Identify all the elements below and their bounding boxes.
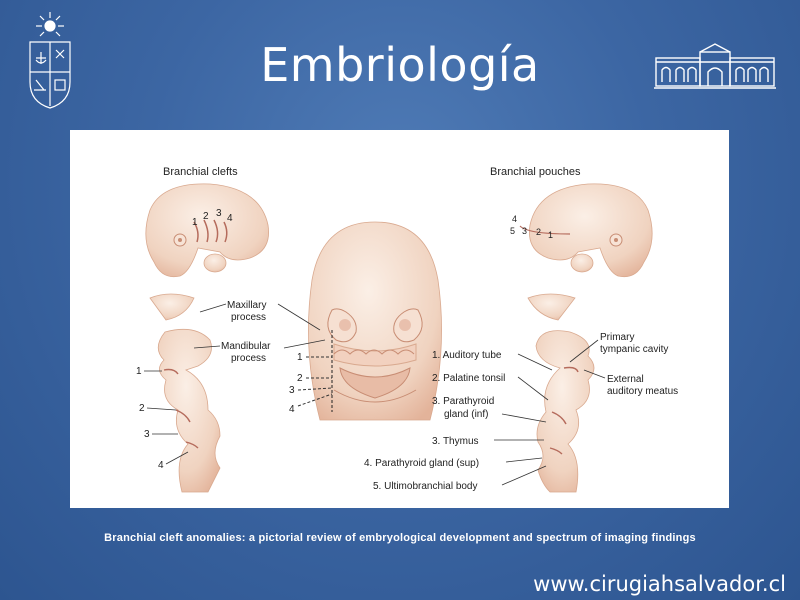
primary-tympanic-cavity-label: Primary [600, 332, 634, 343]
branchial-pouches-heading: Branchial pouches [490, 166, 581, 178]
pouch-number: 5 [510, 226, 515, 236]
branchial-clefts-heading: Branchial clefts [163, 166, 238, 178]
pouch-label: gland (inf) [444, 409, 488, 420]
figure-caption: Branchial cleft anomalies: a pictorial r… [104, 532, 696, 544]
face-number: 1 [297, 352, 303, 363]
cleft-number: 4 [158, 460, 164, 471]
slide-title: Embriología [260, 38, 540, 92]
face-number: 4 [289, 404, 295, 415]
maxillary-process-shape [149, 293, 195, 321]
pouch-label: 3. Thymus [432, 436, 479, 447]
external-auditory-meatus-label: auditory meatus [607, 386, 678, 397]
embryology-figure: Branchial clefts Branchial pouches 1 2 3… [70, 130, 729, 508]
head-cleft-number: 2 [203, 211, 209, 222]
svg-text:Mandibular: Mandibular [221, 341, 271, 352]
external-auditory-meatus-label: External [607, 374, 644, 385]
head-cleft-number: 4 [227, 213, 233, 224]
svg-text:Maxillary: Maxillary [227, 300, 266, 311]
branchial-arch-column-left [157, 328, 221, 493]
maxillary-label: Maxillary process [227, 300, 266, 323]
pouch-label: 1. Auditory tube [432, 350, 502, 361]
right-cap-shape [527, 293, 576, 321]
cleft-number: 2 [139, 403, 145, 414]
head-cleft-number: 1 [192, 217, 198, 228]
svg-text:process: process [231, 353, 266, 364]
primary-tympanic-cavity-label: tympanic cavity [600, 344, 668, 355]
pouch-label: 3. Parathyroid [432, 396, 494, 407]
hospital-building-logo [654, 43, 776, 89]
head-cleft-number: 3 [216, 208, 222, 219]
embryo-face [308, 221, 442, 421]
face-number: 2 [297, 373, 303, 384]
pouch-number: 2 [536, 227, 541, 237]
pouch-number: 4 [512, 214, 517, 224]
face-number: 3 [289, 385, 295, 396]
website-url: www.cirugiahsalvador.cl [533, 572, 786, 596]
branchial-pouch-column-right [535, 330, 595, 493]
cleft-number: 3 [144, 429, 150, 440]
pouch-label: 4. Parathyroid gland (sup) [364, 458, 479, 469]
right-embryo-head: 4 5 3 2 1 [510, 183, 653, 278]
cleft-number: 1 [136, 366, 142, 377]
pouch-label: 2. Palatine tonsil [432, 373, 505, 384]
mandibular-label: Mandibular process [221, 341, 271, 364]
left-embryo-head: 1 2 3 4 [145, 183, 269, 278]
university-crest-logo [29, 12, 71, 109]
pouch-number: 1 [548, 230, 553, 240]
pouch-number: 3 [522, 226, 527, 236]
svg-text:process: process [231, 312, 266, 323]
pouch-label: 5. Ultimobranchial body [373, 481, 478, 492]
